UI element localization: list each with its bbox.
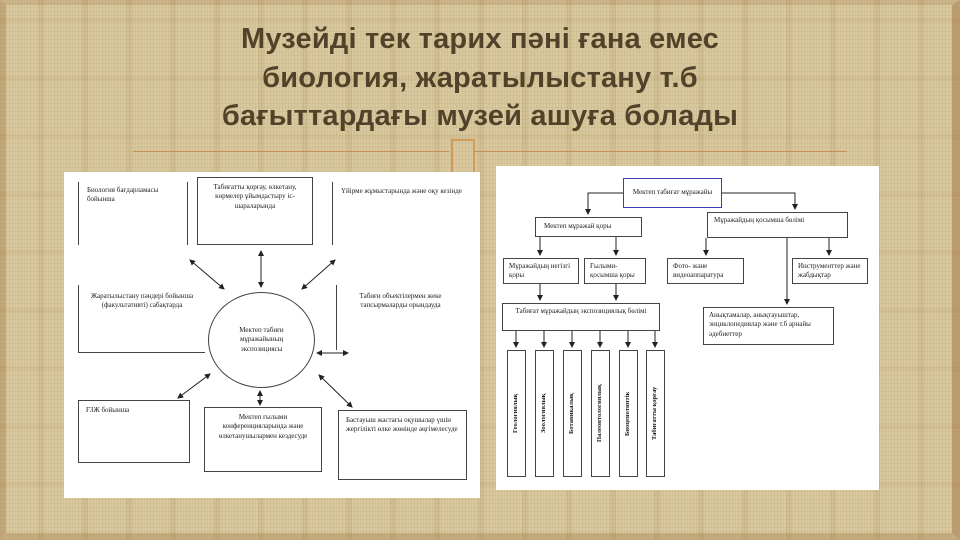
- hierarchy-node-exposition-department: Табиғат мұражайдың экспозициялық бөлімі: [502, 303, 660, 331]
- spider-node-label: Табиғатты қорғау, өлкетану, көрмелер ұйы…: [213, 183, 297, 210]
- hierarchy-node-label: Мұражайдың негізгі қоры: [509, 262, 571, 280]
- hierarchy-section-geology: Геологиялық: [507, 350, 526, 477]
- spider-node-nature-protection: Табиғатты қорғау, өлкетану, көрмелер ұйы…: [197, 177, 313, 245]
- hierarchy-node-photo-video: Фото- және видеоаппаратура: [667, 258, 744, 284]
- hierarchy-node-extra-department: Мұражайдың қосымша бөлімі: [707, 212, 848, 238]
- spider-node-label: ҒЗЖ бойынша: [86, 406, 130, 414]
- hierarchy-node-references: Анықтамалар, анықтауыштар, энциклопедиял…: [703, 307, 834, 345]
- spider-node-conferences: Мектеп ғылыми конференцияларында және өл…: [204, 407, 322, 472]
- spider-node-label: Бастауыш жастағы оқушылар үшін жергілікт…: [346, 416, 458, 434]
- hierarchy-section-biocenotic: Биоценотиптік: [619, 350, 638, 477]
- hierarchy-section-botany: Ботаникалық: [563, 350, 582, 477]
- hierarchy-node-label: Мектеп мұражай қоры: [544, 222, 612, 231]
- spider-diagram-panel: Биология бағдарламасы бойынша Табиғатты …: [64, 172, 480, 498]
- hierarchy-node-school-fund: Мектеп мұражай қоры: [535, 217, 642, 237]
- spider-node-individual-tasks: Табиғи объектілермен жеке тапсырмаларды …: [336, 285, 464, 350]
- hierarchy-node-label: Мұражайдың қосымша бөлімі: [714, 216, 805, 224]
- spider-node-label: Биология бағдарламасы бойынша: [87, 186, 159, 204]
- spider-node-club-work: Үйірме жұмыстарында және оқу кезінде: [332, 182, 463, 245]
- hierarchy-node-science-fund: Ғылыми- қосымша қоры: [584, 258, 646, 284]
- spider-node-label: Үйірме жұмыстарында және оқу кезінде: [341, 187, 462, 195]
- hierarchy-node-instruments: Инструменттер және жабдықтар: [792, 258, 868, 284]
- title-line-2: биология, жаратылыстану т.б: [262, 61, 698, 94]
- spider-node-label: Табиғи объектілермен жеке тапсырмаларды …: [359, 292, 442, 310]
- slide-title: Музейді тек тарих пәні ғана емес биологи…: [0, 20, 960, 136]
- hierarchy-diagram-panel: Мектеп табиғат мұражайы Мектеп мұражай қ…: [496, 166, 879, 490]
- title-line-1: Музейді тек тарих пәні ғана емес: [240, 23, 720, 55]
- hierarchy-node-label: Мектеп табиғат мұражайы: [632, 188, 713, 197]
- hierarchy-section-zoology: Зоологиялық: [535, 350, 554, 477]
- title-underline-right: [474, 151, 847, 152]
- spider-node-science-lessons: Жаратылыстану пәндері бойынша (факультат…: [78, 285, 205, 353]
- hierarchy-node-label: Анықтамалар, анықтауыштар, энциклопедиял…: [709, 311, 811, 338]
- spider-node-label: Жаратылыстану пәндері бойынша (факультат…: [90, 292, 194, 310]
- spider-node-young-pupils: Бастауыш жастағы оқушылар үшін жергілікт…: [338, 410, 467, 480]
- hierarchy-section-paleontology: Палеонтологиялық: [591, 350, 610, 477]
- hierarchy-node-label: Инструменттер және жабдықтар: [798, 262, 861, 280]
- spider-node-research-work: ҒЗЖ бойынша: [78, 400, 190, 463]
- spider-center-label: Мектеп табиғи мұражайының экспозициясы: [239, 325, 284, 353]
- hierarchy-node-label: Табиғат мұражайдың экспозициялық бөлімі: [515, 307, 647, 315]
- hierarchy-node-label: Фото- және видеоаппаратура: [673, 262, 724, 280]
- spider-node-label: Мектеп ғылыми конференцияларында және өл…: [218, 413, 308, 440]
- hierarchy-root-school-nature-museum: Мектеп табиғат мұражайы: [623, 178, 722, 208]
- hierarchy-node-main-fund: Мұражайдың негізгі қоры: [503, 258, 579, 284]
- hierarchy-section-nature-protection: Табиғатты қорғау: [646, 350, 665, 477]
- hierarchy-node-label: Ғылыми- қосымша қоры: [590, 262, 635, 280]
- title-underline-left: [133, 151, 449, 152]
- spider-center-ellipse: Мектеп табиғи мұражайының экспозициясы: [208, 292, 315, 388]
- title-line-3: бағыттардағы музей ашуға болады: [221, 100, 739, 133]
- spider-node-biology-program: Биология бағдарламасы бойынша: [78, 182, 188, 245]
